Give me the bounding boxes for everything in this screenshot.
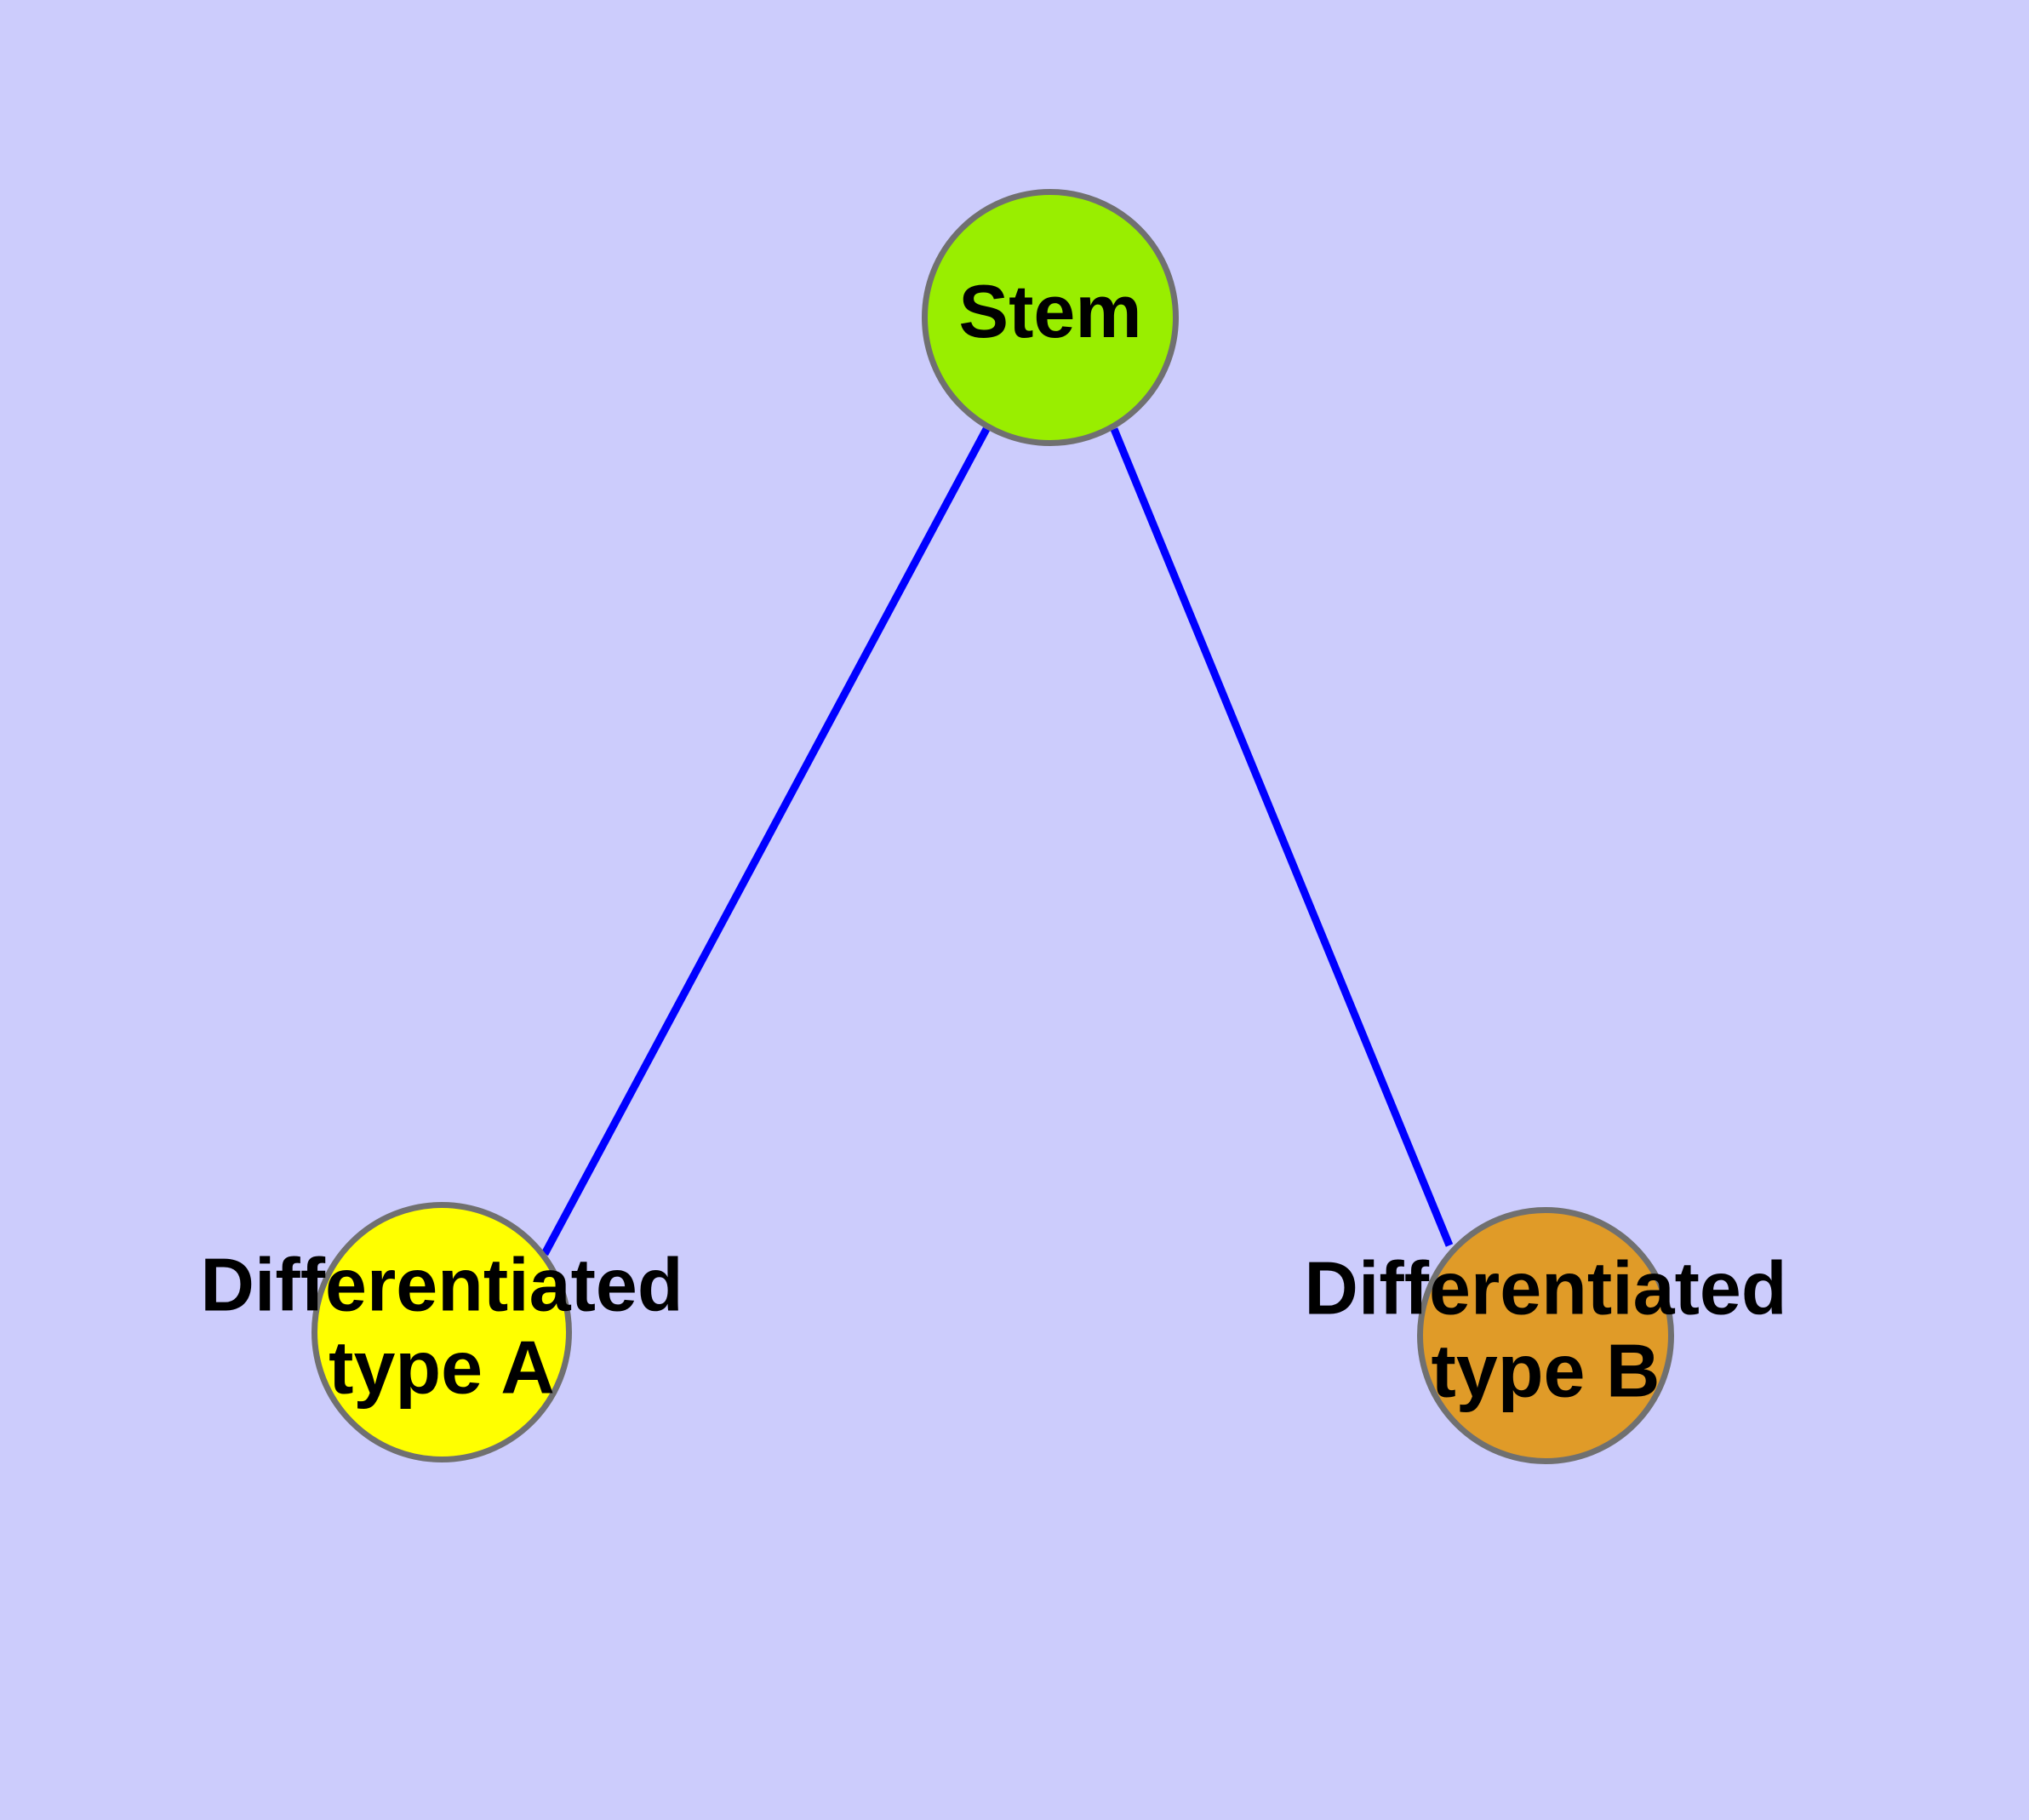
graph-node-stem[interactable] xyxy=(922,189,1179,446)
graph-node-label-line: type A xyxy=(329,1325,555,1410)
nodes-layer xyxy=(311,189,1674,1464)
graph-edge-stem-to-diff_a[interactable] xyxy=(541,426,990,1256)
graph-node-label-line: Stem xyxy=(958,269,1141,353)
graph-node-label-line: Differentiated xyxy=(1304,1246,1786,1331)
edges-layer xyxy=(541,426,1454,1256)
graph-node-label-stem: Stem xyxy=(958,269,1141,353)
graph-node-diff_a[interactable] xyxy=(311,1202,572,1462)
graph-node-label-line: Differentiated xyxy=(200,1243,683,1327)
graph-node-diff_b[interactable] xyxy=(1417,1207,1674,1464)
graph-edge-stem-to-diff_b[interactable] xyxy=(1110,427,1454,1247)
graph-node-label-line: type B xyxy=(1432,1329,1660,1413)
